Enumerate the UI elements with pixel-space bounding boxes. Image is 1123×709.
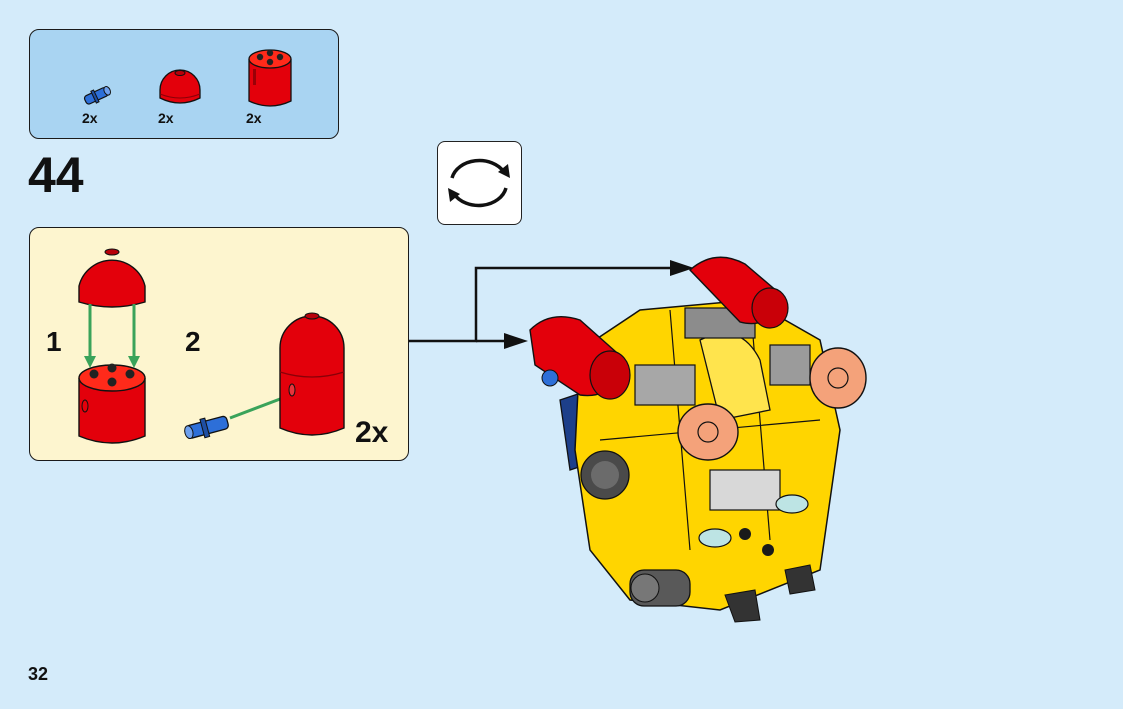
model-illustration bbox=[529, 256, 867, 623]
substep-2-label: 2 bbox=[185, 326, 201, 357]
page-number: 32 bbox=[28, 664, 49, 684]
substep-1-illustration bbox=[78, 248, 146, 444]
substep-multiplier: 2x bbox=[355, 416, 389, 449]
rotate-model-box bbox=[437, 141, 522, 225]
sub-assembly-callout: 1 2 2x bbox=[29, 227, 409, 461]
rotate-arrows-icon bbox=[448, 158, 510, 208]
substep-1-label: 1 bbox=[46, 326, 62, 357]
part-count-label: 2x bbox=[158, 110, 174, 126]
step-number: 44 bbox=[28, 147, 84, 203]
blue-pin-part-icon bbox=[83, 86, 111, 105]
red-round-brick-part-icon bbox=[248, 49, 292, 107]
part-count-label: 2x bbox=[82, 110, 98, 126]
substep-2-illustration bbox=[184, 312, 345, 440]
parts-list-box: 2x 2x 2x bbox=[29, 29, 339, 139]
red-dome-part-icon bbox=[159, 69, 201, 104]
part-count-label: 2x bbox=[246, 110, 262, 126]
